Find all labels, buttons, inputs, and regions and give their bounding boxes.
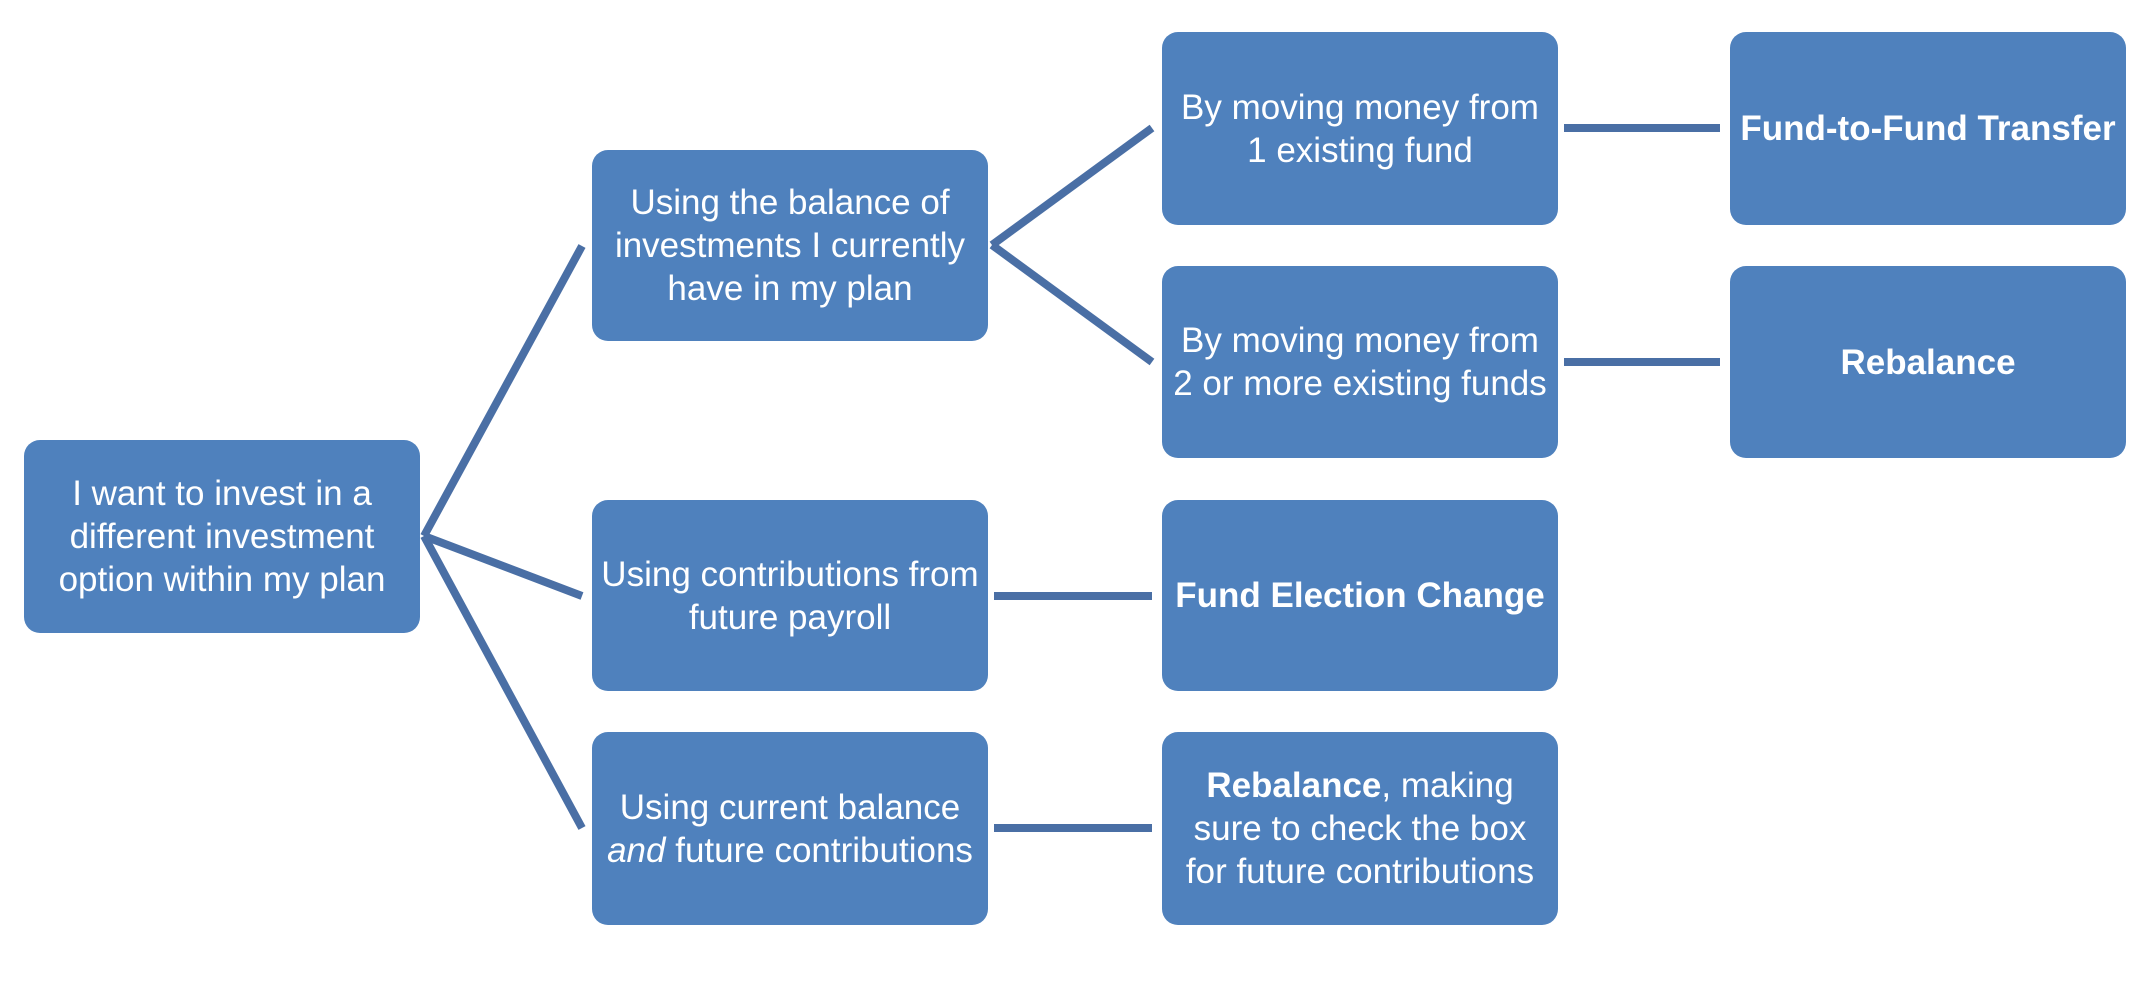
node-current-and-future-part2: and [607,830,666,870]
connector-balance-to-move-one [989,124,1155,249]
node-using-current-and-future-text: Using current balance and future contrib… [600,786,980,872]
node-using-balance: Using the balance of investments I curre… [592,150,988,341]
node-rebalance-future-text: Rebalance, making sure to check the box … [1170,764,1550,893]
node-fund-election-change: Fund Election Change [1162,500,1558,691]
node-using-current-and-future: Using current balance and future contrib… [592,732,988,925]
node-using-future-payroll: Using contributions from future payroll [592,500,988,691]
node-move-one-fund: By moving money from 1 existing fund [1162,32,1558,225]
node-move-multiple-funds-label: By moving money from 2 or more existing … [1173,321,1547,403]
connector-root-to-future-payroll [422,532,584,600]
node-rebalance: Rebalance [1730,266,2126,458]
node-rebalance-label: Rebalance [1840,342,2016,382]
node-root-invest-different-option: I want to invest in a different investme… [24,440,420,633]
node-rebalance-future-rest: , making sure to check the box for futur… [1185,766,1535,891]
node-fund-to-fund-transfer: Fund-to-Fund Transfer [1730,32,2126,225]
node-move-one-fund-label: By moving money from 1 existing fund [1181,87,1539,170]
node-current-and-future-part3: future contributions [675,830,973,870]
node-fund-election-change-label: Fund Election Change [1175,576,1545,615]
node-current-and-future-part1: Using current balance [619,787,961,827]
node-rebalance-future-contributions: Rebalance, making sure to check the box … [1162,732,1558,925]
node-using-balance-label: Using the balance of investments I curre… [614,183,966,308]
node-fund-to-fund-transfer-label: Fund-to-Fund Transfer [1740,109,2116,148]
node-move-multiple-funds: By moving money from 2 or more existing … [1162,266,1558,458]
connector-root-to-current-and-future [420,534,586,830]
connector-balance-to-move-multiple [989,241,1155,366]
node-rebalance-future-bold: Rebalance [1206,766,1382,805]
node-root-label: I want to invest in a different investme… [58,474,386,599]
connector-root-to-balance [420,244,586,538]
node-using-future-payroll-label: Using contributions from future payroll [601,554,979,637]
